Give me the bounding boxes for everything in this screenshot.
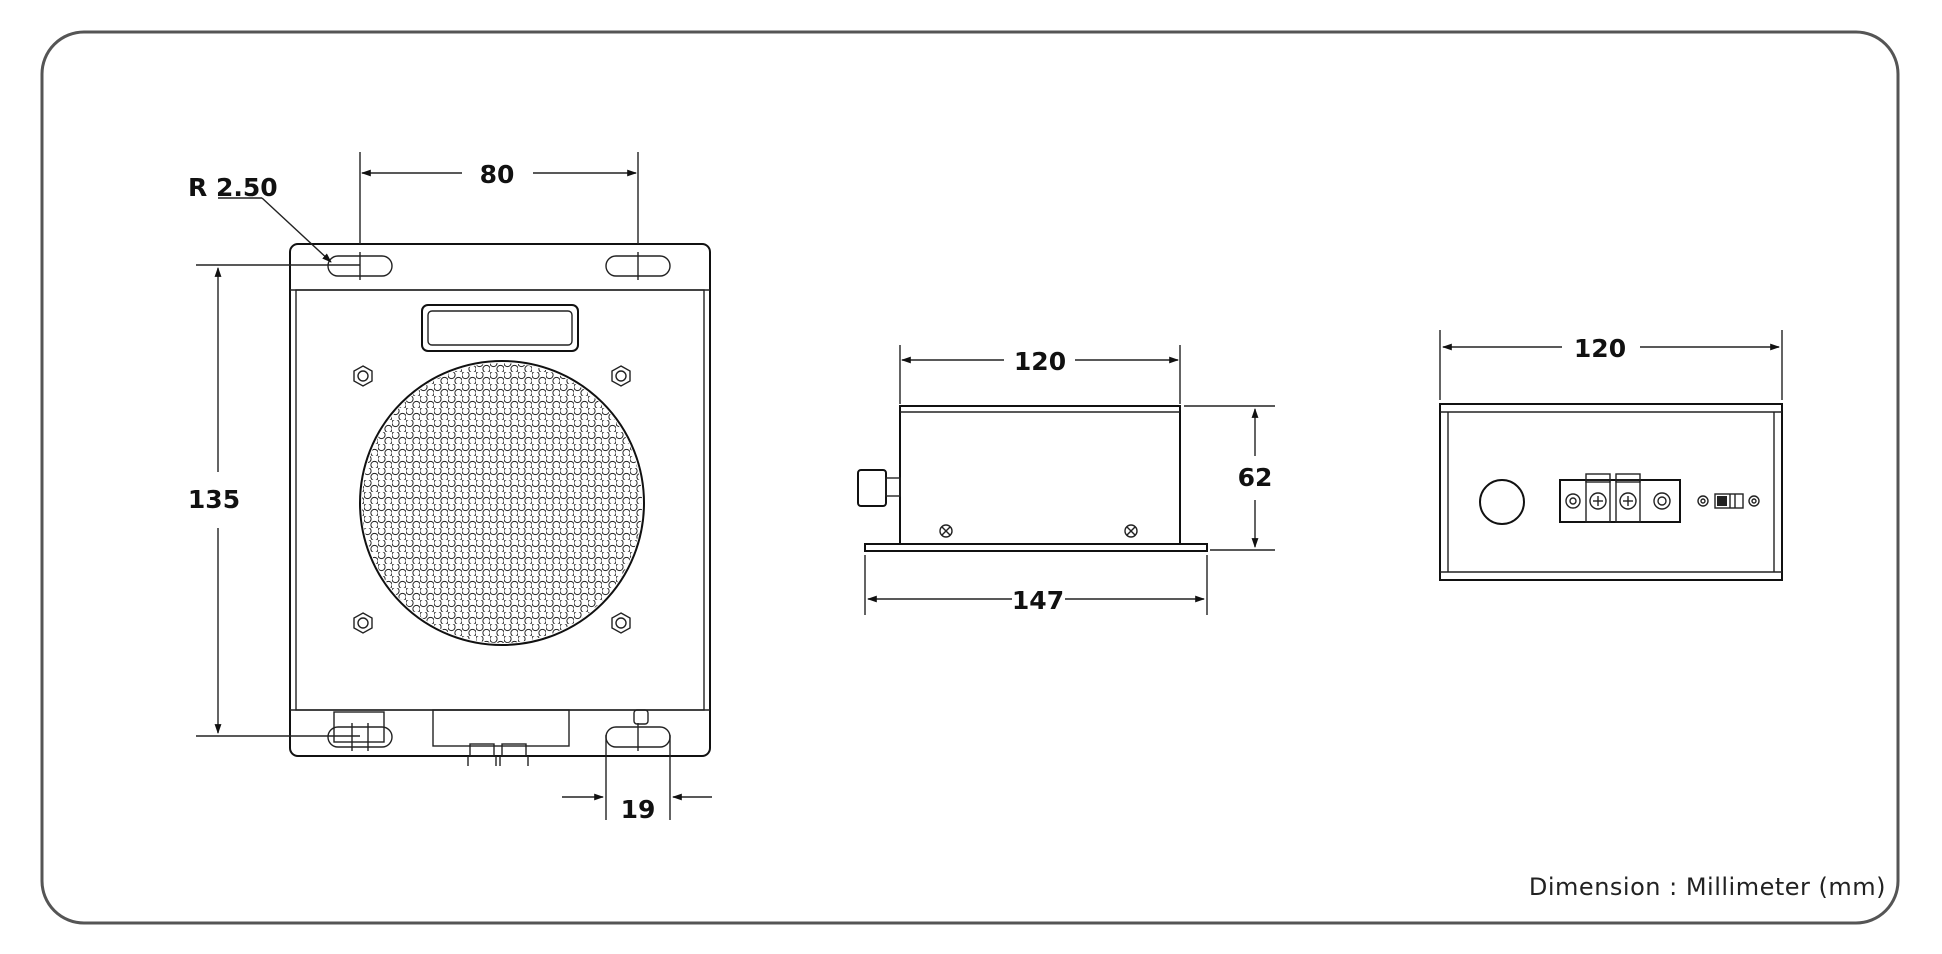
slot-spacing-label: 80 bbox=[480, 160, 515, 189]
drawing-frame bbox=[40, 30, 1900, 925]
hex-nut bbox=[353, 612, 373, 634]
screw bbox=[939, 524, 953, 538]
display-window bbox=[421, 304, 579, 352]
hex-nut bbox=[611, 365, 631, 387]
side-base-width-label: 147 bbox=[1012, 586, 1064, 615]
cable-gland bbox=[333, 711, 385, 743]
back-housing bbox=[1439, 403, 1783, 581]
back-width-label: 120 bbox=[1574, 334, 1626, 363]
slot-bottom-left bbox=[327, 726, 393, 748]
round-button bbox=[1479, 479, 1525, 525]
speaker-grille bbox=[359, 360, 645, 646]
side-height-label: 62 bbox=[1238, 463, 1273, 492]
side-gland bbox=[857, 469, 887, 507]
back-terminal-block bbox=[1559, 473, 1681, 523]
side-base-plate bbox=[864, 543, 1208, 552]
height-label: 135 bbox=[188, 485, 240, 514]
side-top-width-label: 120 bbox=[1014, 347, 1066, 376]
hex-nut bbox=[611, 612, 631, 634]
back-view: 120 bbox=[1439, 330, 1783, 581]
front-view: R 2.50 80 135 19 bbox=[188, 152, 712, 824]
hex-nut bbox=[353, 365, 373, 387]
radius-label: R 2.50 bbox=[188, 173, 278, 202]
side-housing bbox=[899, 405, 1181, 545]
unit-note: Dimension : Millimeter (mm) bbox=[1528, 873, 1886, 901]
screw bbox=[1124, 524, 1138, 538]
slot-offset-label: 19 bbox=[621, 795, 656, 824]
side-view: 120 62 147 bbox=[857, 345, 1275, 615]
terminal-block bbox=[432, 709, 570, 747]
slide-switch bbox=[1697, 493, 1760, 509]
